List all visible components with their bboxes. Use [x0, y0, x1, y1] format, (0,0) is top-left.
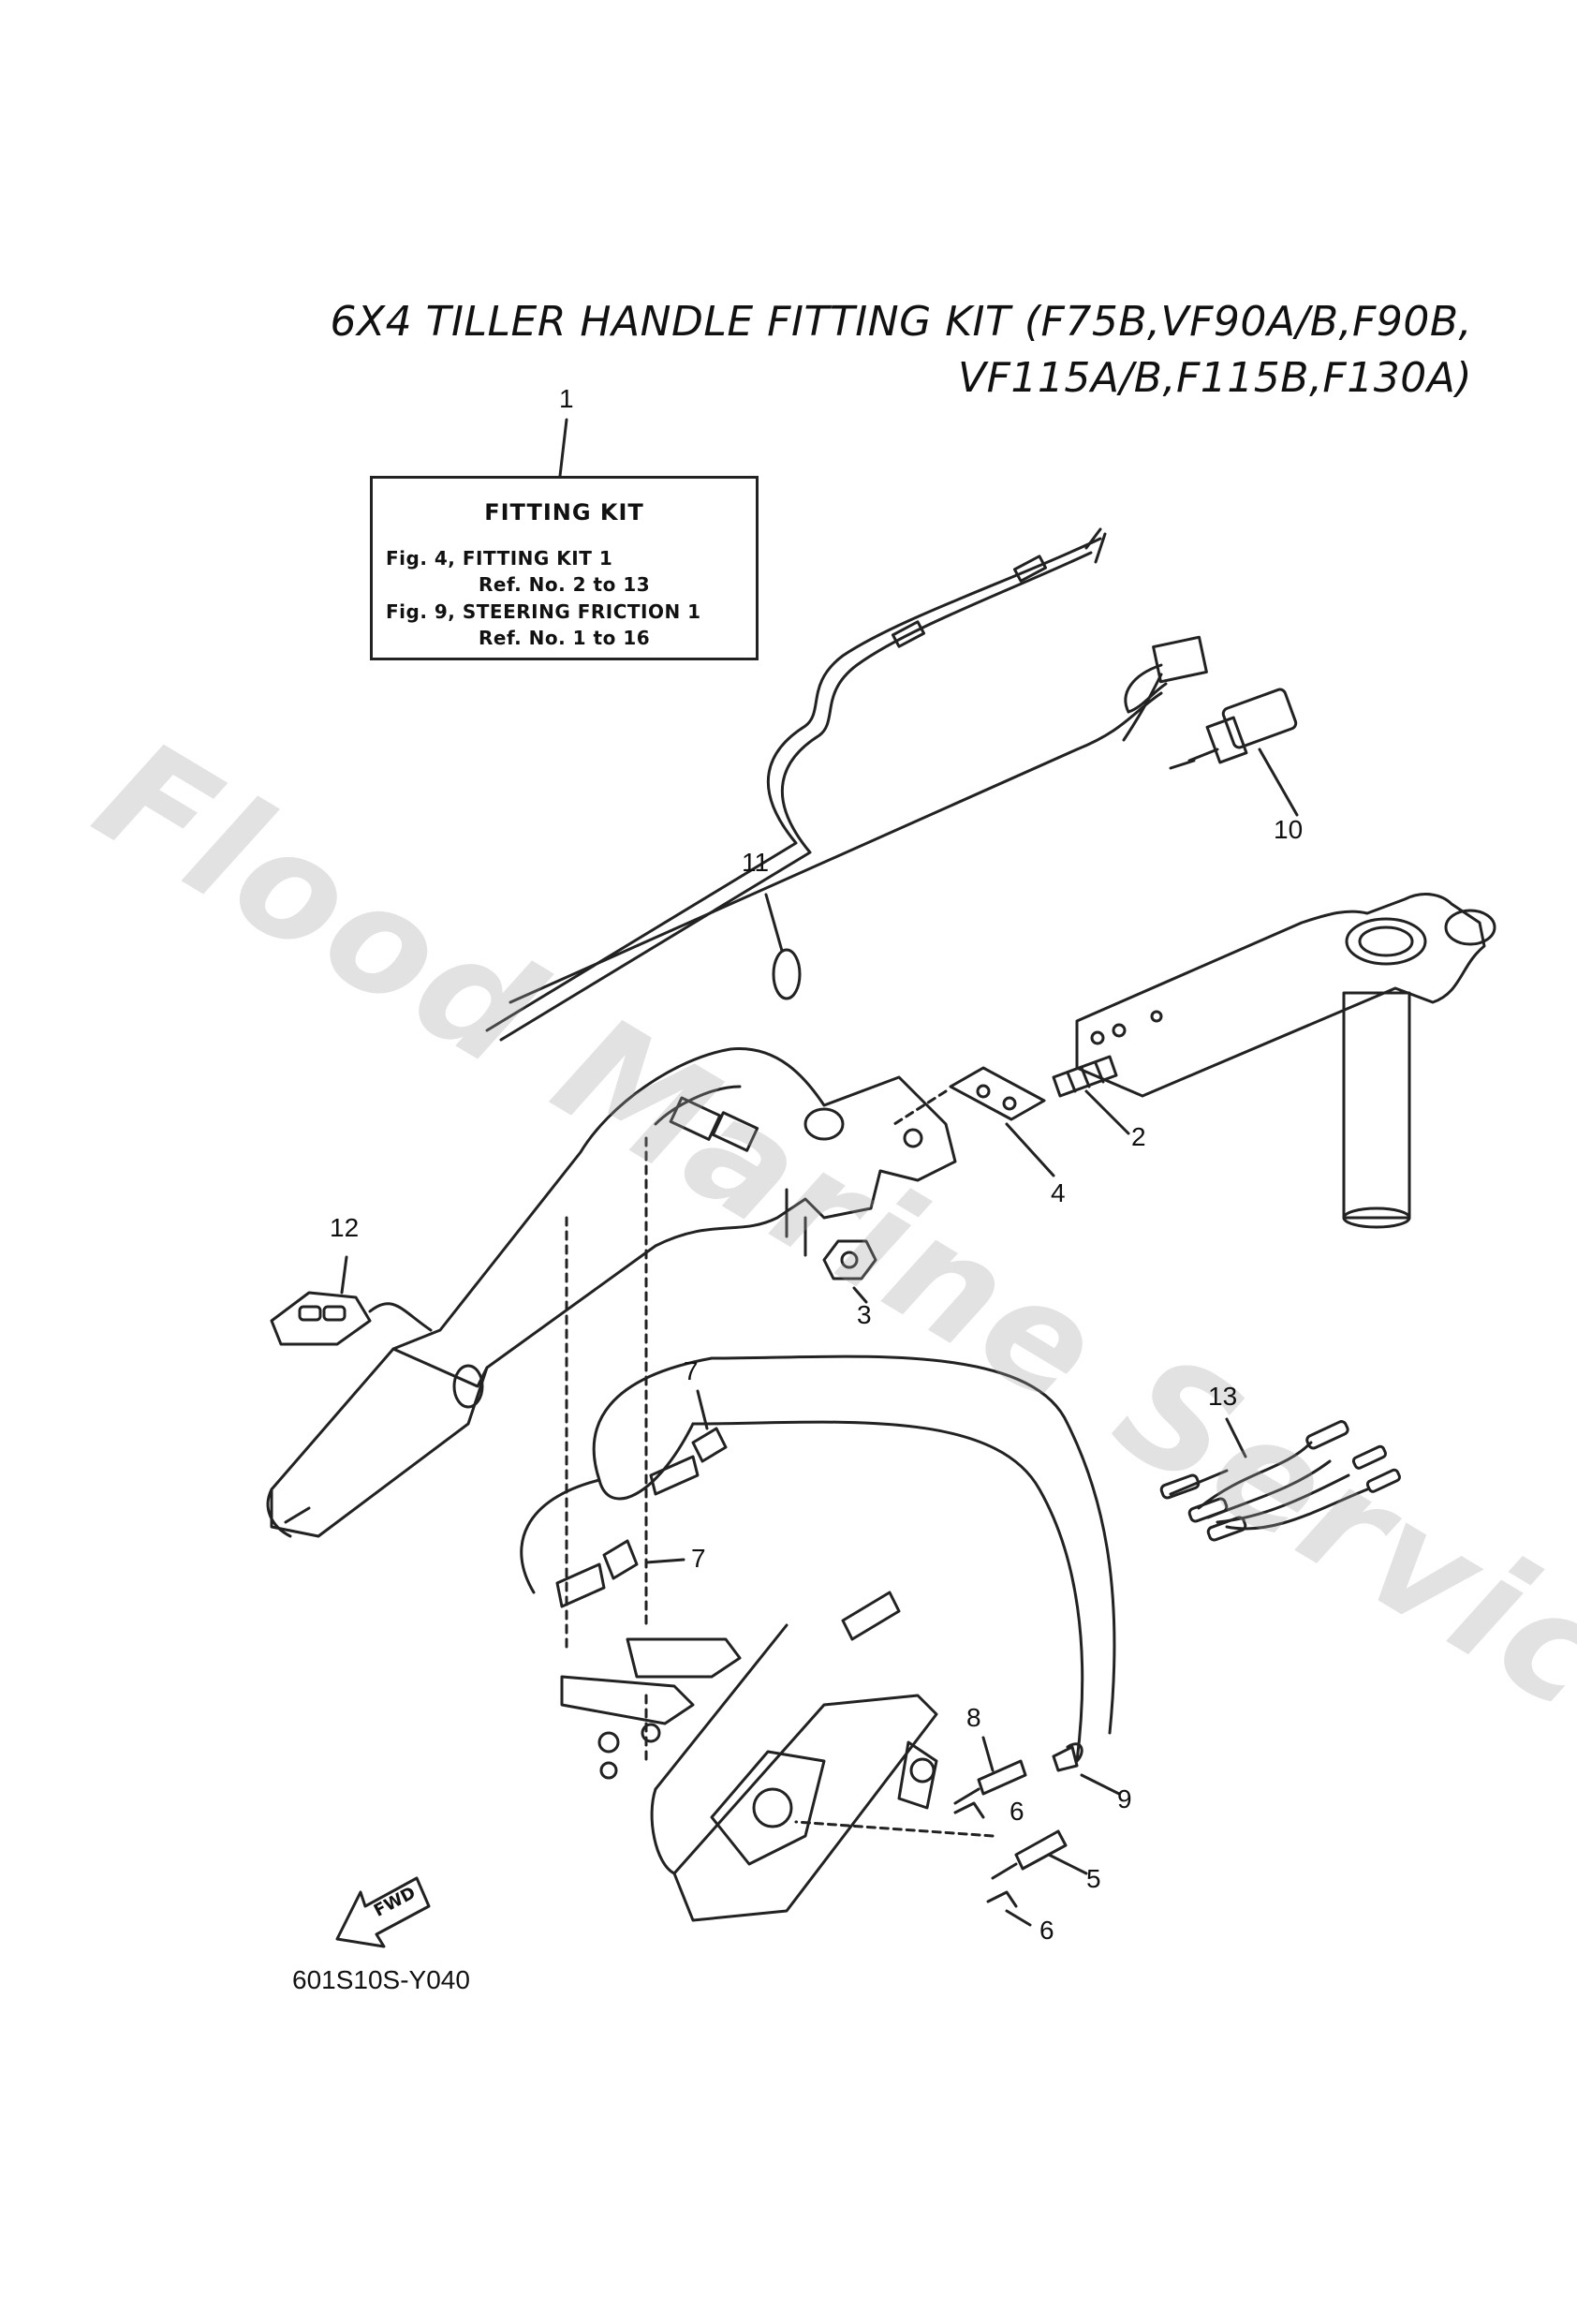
leader-8 — [981, 1736, 995, 1772]
control-cables — [485, 527, 1107, 1042]
leader-7-upper — [696, 1389, 709, 1430]
fwd-arrow-icon — [335, 1876, 431, 1948]
ref-number-6-lower: 6 — [1039, 1916, 1054, 1945]
wire-harness — [508, 635, 1298, 1004]
stop-switch-12 — [270, 1291, 433, 1346]
ref-number-5: 5 — [1086, 1864, 1101, 1893]
cable-end-8 — [953, 1759, 1027, 1805]
leader-7-lower — [644, 1558, 685, 1564]
clip-7-lower — [555, 1539, 639, 1608]
ref-number-7-lower: 7 — [691, 1544, 706, 1573]
leader-12 — [340, 1255, 348, 1295]
leader-10 — [1258, 748, 1299, 817]
tiller-handle — [266, 1047, 957, 1538]
cable-tie-11 — [772, 948, 802, 1000]
clip-6-lower — [986, 1890, 1018, 1908]
clip-9 — [1052, 1742, 1083, 1772]
mounting-bracket — [560, 1637, 742, 1780]
plate-4 — [949, 1066, 1046, 1121]
leader-4 — [1005, 1122, 1055, 1177]
steering-bracket — [1075, 893, 1496, 1229]
remote-control-unit — [650, 1591, 938, 1922]
ref-number-11: 11 — [742, 848, 770, 877]
ref-number-3: 3 — [857, 1300, 872, 1329]
clip-6-upper — [953, 1801, 985, 1819]
diagram-title-line-2: VF115A/B,F115B,F130A) — [957, 354, 1472, 402]
leader-3 — [852, 1286, 868, 1304]
leader-11 — [764, 893, 784, 953]
ref-number-1: 1 — [559, 384, 574, 413]
nut-3 — [822, 1239, 877, 1280]
ref-number-13: 13 — [1208, 1382, 1238, 1411]
leader-5 — [1047, 1853, 1088, 1875]
harness-adapter-13 — [1159, 1420, 1402, 1542]
leader-1 — [558, 418, 568, 478]
ref-number-10: 10 — [1274, 815, 1304, 844]
leader-2 — [1084, 1089, 1130, 1135]
bolt-2 — [1052, 1055, 1118, 1098]
ref-number-8: 8 — [966, 1703, 981, 1732]
callout-line-4: Ref. No. 1 to 16 — [479, 627, 651, 649]
handle-connector — [669, 1096, 759, 1152]
ref-number-7-upper: 7 — [684, 1356, 699, 1385]
ref-number-9: 9 — [1117, 1784, 1132, 1813]
callout-line-2: Ref. No. 2 to 13 — [479, 573, 651, 596]
diagram-title-line-1: 6X4 TILLER HANDLE FITTING KIT (F75B,VF90… — [330, 298, 1472, 346]
leader-9 — [1080, 1773, 1121, 1796]
callout-line-1: Fig. 4, FITTING KIT 1 — [386, 547, 613, 570]
cable-loop — [520, 1354, 1116, 1763]
ref-number-4: 4 — [1051, 1178, 1066, 1207]
clip-7-upper — [649, 1427, 728, 1496]
ref-number-12: 12 — [330, 1213, 360, 1242]
cable-end-5 — [991, 1829, 1068, 1880]
diagram-code: 601S10S-Y040 — [292, 1965, 470, 1994]
ref-number-6-upper: 6 — [1010, 1797, 1024, 1826]
callout-heading: FITTING KIT — [484, 499, 644, 525]
fitting-kit-callout: FITTING KIT Fig. 4, FITTING KIT 1 Ref. N… — [370, 476, 759, 660]
ref-number-2: 2 — [1131, 1122, 1146, 1151]
callout-line-3: Fig. 9, STEERING FRICTION 1 — [386, 600, 701, 623]
leader-13 — [1225, 1417, 1247, 1458]
guide-lines — [565, 1136, 648, 1763]
leader-6-lower — [1005, 1909, 1032, 1927]
